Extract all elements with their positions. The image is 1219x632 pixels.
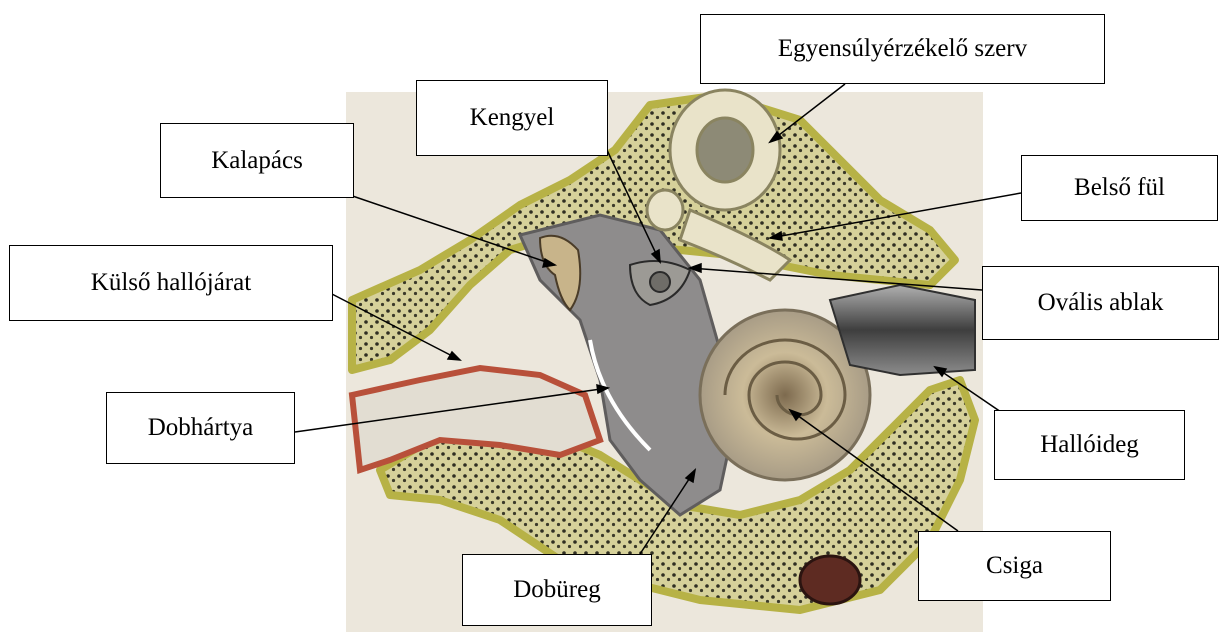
label-cochlea: Csiga (918, 531, 1111, 601)
auditory-nerve (830, 285, 975, 375)
label-oval-window: Ovális ablak (982, 266, 1219, 340)
label-auditory-nerve: Hallóideg (994, 410, 1185, 480)
label-stapes: Kengyel (416, 80, 608, 156)
label-eardrum: Dobhártya (106, 392, 295, 464)
label-tympanic-cavity: Dobüreg (462, 554, 652, 626)
label-vestibular-organ: Egyensúlyérzékelő szerv (700, 14, 1105, 84)
label-inner-ear: Belső fül (1021, 155, 1218, 221)
bottom-vessel (800, 556, 860, 604)
label-external-auditory-canal: Külső hallójárat (9, 245, 333, 321)
label-malleus: Kalapács (160, 123, 354, 198)
